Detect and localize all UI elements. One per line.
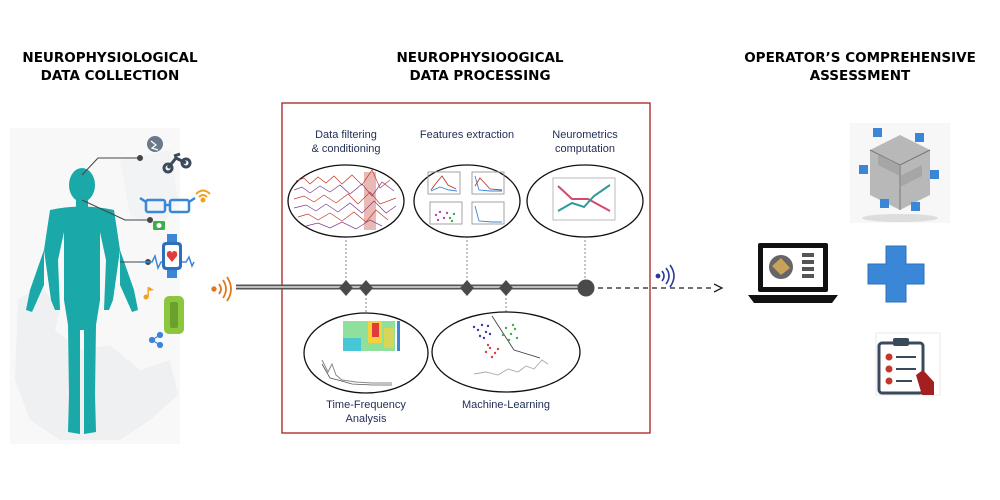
cube-icon <box>850 123 950 223</box>
step-label-time-frequency: Time-Frequency Analysis <box>326 399 406 425</box>
assessment-title: OPERATOR’S COMPREHENSIVE ASSESSMENT <box>744 50 976 84</box>
plus-icon <box>867 245 925 303</box>
collection-title: NEUROPHYSIOLOGICAL DATA COLLECTION <box>22 50 198 84</box>
laptop-icon <box>748 243 838 303</box>
pipeline-nodes <box>339 279 595 297</box>
processing-frame <box>281 102 651 434</box>
checklist-icon <box>875 332 941 396</box>
step-label-machine-learning: Machine-Learning <box>461 399 551 411</box>
radio-wave-icon <box>211 276 232 302</box>
machine-learning-ellipse <box>431 311 581 393</box>
human-body-figure <box>26 168 138 434</box>
radio-wave-icon-receiver <box>655 264 675 288</box>
features-ellipse <box>413 164 521 238</box>
glasses-icon <box>139 196 196 214</box>
processing-title: NEUROPHYSIOOGICAL DATA PROCESSING <box>396 50 564 84</box>
camera-icon <box>153 221 165 230</box>
music-icon <box>143 287 154 300</box>
filtering-ellipse <box>287 164 405 238</box>
wristband-icon <box>164 296 184 334</box>
arrow-head <box>713 283 724 293</box>
step-label-filtering: Data filtering & conditioning <box>311 129 381 155</box>
time-frequency-ellipse <box>303 312 429 394</box>
wifi-icon <box>195 189 211 203</box>
brain-icon <box>147 136 163 152</box>
step-label-neurometrics: Neurometrics computation <box>552 129 618 155</box>
sensor-connectors <box>81 155 153 265</box>
step-connectors <box>345 236 586 316</box>
smartwatch-icon <box>140 234 195 278</box>
share-icon <box>148 331 164 349</box>
bike-icon <box>162 152 192 174</box>
step-label-features: Features extraction <box>419 129 515 141</box>
neurometrics-ellipse <box>526 164 644 238</box>
